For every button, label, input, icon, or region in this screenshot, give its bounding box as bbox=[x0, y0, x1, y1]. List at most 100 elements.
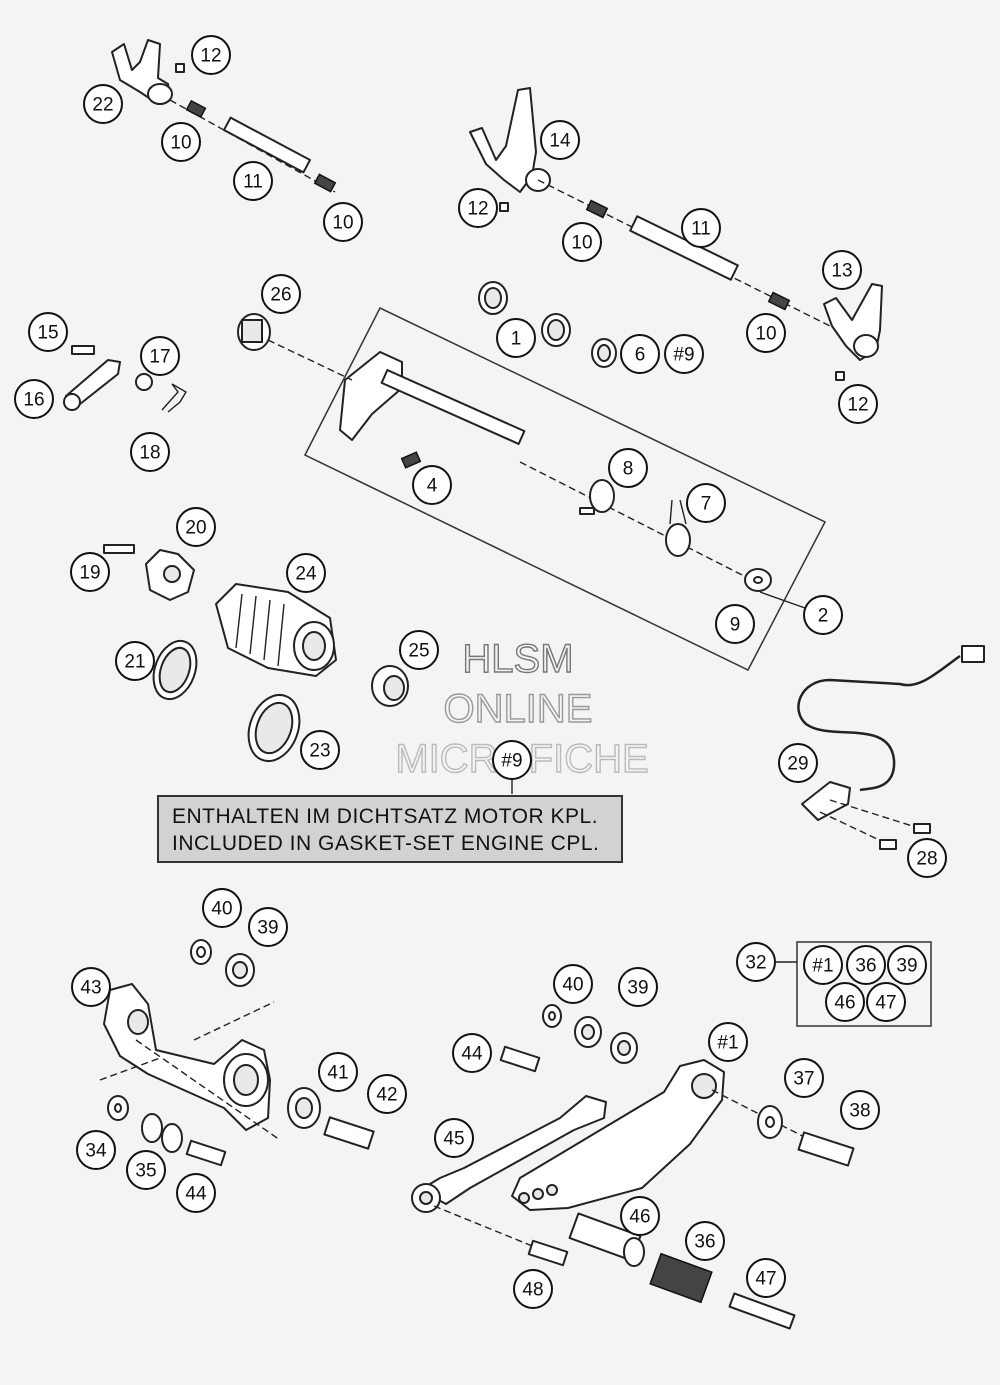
callout-36: 36 bbox=[685, 1221, 725, 1261]
callout-circle bbox=[261, 274, 301, 314]
callout-10: 10 bbox=[161, 122, 201, 162]
shift-lever-43 bbox=[103, 983, 271, 1131]
callout-circle bbox=[664, 334, 704, 374]
callout-2: 2 bbox=[803, 595, 843, 635]
callout-label: 44 bbox=[185, 1184, 207, 1205]
bolt-38 bbox=[797, 1131, 855, 1167]
callout-23: 23 bbox=[300, 730, 340, 770]
watermark-line1: HLSM bbox=[462, 637, 573, 681]
spring-10-d bbox=[767, 291, 791, 311]
callout-circle bbox=[803, 595, 843, 635]
axis-28-a bbox=[829, 799, 926, 831]
ball-12-c bbox=[835, 371, 845, 381]
callout-circle bbox=[887, 945, 927, 985]
callout-label: 40 bbox=[562, 975, 583, 996]
ball-12-a bbox=[175, 63, 185, 73]
callout-label: 11 bbox=[243, 172, 263, 193]
callout-39: 39 bbox=[248, 907, 288, 947]
callout-41: 41 bbox=[318, 1052, 358, 1092]
callout-circle bbox=[746, 1258, 786, 1298]
callout-12: 12 bbox=[458, 188, 498, 228]
callout-24: 24 bbox=[286, 553, 326, 593]
callout-label: #9 bbox=[501, 751, 522, 772]
callout-label: 36 bbox=[855, 956, 876, 977]
callout-label: 15 bbox=[37, 323, 58, 344]
callout-16: 16 bbox=[14, 379, 54, 419]
callout-circle bbox=[233, 161, 273, 201]
rod-11-a bbox=[222, 116, 312, 174]
callout-label: 47 bbox=[875, 993, 896, 1014]
callout-17: 17 bbox=[140, 336, 180, 376]
bearing-23 bbox=[247, 694, 301, 762]
shift-lever-ref1 bbox=[511, 1059, 725, 1211]
callout-circle bbox=[540, 120, 580, 160]
bearing-39-a bbox=[225, 953, 255, 987]
callout-22: 22 bbox=[83, 84, 123, 124]
callout-label: 1 bbox=[511, 329, 522, 350]
callout-circle bbox=[318, 1052, 358, 1092]
callout-circle bbox=[412, 465, 452, 505]
callout-label: 14 bbox=[549, 131, 571, 152]
callout-circle bbox=[715, 604, 755, 644]
callout-label: 44 bbox=[461, 1044, 483, 1065]
callout-label: 9 bbox=[730, 615, 741, 636]
callout-circle bbox=[248, 907, 288, 947]
callout-circle bbox=[746, 313, 786, 353]
callout-44: 44 bbox=[452, 1033, 492, 1073]
callout-circle bbox=[562, 222, 602, 262]
callout-46: 46 bbox=[825, 982, 865, 1022]
callout-7: 7 bbox=[686, 483, 726, 523]
callout-circle bbox=[300, 730, 340, 770]
callout-circle bbox=[685, 1221, 725, 1261]
callout-label: 36 bbox=[694, 1232, 715, 1253]
bolt-44-b bbox=[499, 1045, 541, 1073]
washer-40-a bbox=[190, 939, 212, 965]
shift-locator-26 bbox=[237, 313, 271, 351]
callout-circle bbox=[553, 964, 593, 1004]
callout-ref-1: #1 bbox=[803, 945, 843, 985]
callout-circle bbox=[76, 1130, 116, 1170]
callout-label: 46 bbox=[629, 1207, 650, 1228]
callout-11: 11 bbox=[233, 161, 273, 201]
callout-circle bbox=[140, 336, 180, 376]
callout-circle bbox=[620, 1196, 660, 1236]
callout-label: 19 bbox=[79, 563, 100, 584]
watermark-line2: ONLINE bbox=[444, 687, 593, 731]
callout-18: 18 bbox=[130, 432, 170, 472]
callout-circle bbox=[126, 1150, 166, 1190]
callout-label: 8 bbox=[623, 459, 634, 480]
leader-2 bbox=[759, 591, 806, 609]
callout-circle bbox=[14, 379, 54, 419]
ball-12-b bbox=[499, 202, 509, 212]
callout-circle bbox=[907, 838, 947, 878]
callout-label: 45 bbox=[443, 1129, 464, 1150]
callout-circle bbox=[492, 740, 532, 780]
spring-10-b bbox=[313, 173, 337, 193]
shaft-axis-c bbox=[519, 461, 749, 579]
callout-circle bbox=[28, 312, 68, 352]
callout-label: 38 bbox=[849, 1101, 870, 1122]
bushing-8 bbox=[579, 479, 615, 515]
callout-13: 13 bbox=[822, 250, 862, 290]
callout-8: 8 bbox=[608, 448, 648, 488]
callout-label: 16 bbox=[23, 390, 44, 411]
callout-label: 37 bbox=[793, 1069, 814, 1090]
callout-28: 28 bbox=[907, 838, 947, 878]
callout-4: 4 bbox=[412, 465, 452, 505]
callout-circle bbox=[618, 967, 658, 1007]
callout-44: 44 bbox=[176, 1173, 216, 1213]
locking-lever-25 bbox=[371, 665, 409, 707]
callout-label: 17 bbox=[149, 347, 170, 368]
callout-10: 10 bbox=[323, 202, 363, 242]
spring-10-c bbox=[585, 199, 609, 219]
callout-label: 12 bbox=[200, 46, 221, 67]
shift-shaft-2 bbox=[339, 351, 526, 445]
callout-label: 22 bbox=[92, 95, 113, 116]
callout-39: 39 bbox=[618, 967, 658, 1007]
callout-circle bbox=[513, 1269, 553, 1309]
callout-label: 25 bbox=[408, 641, 429, 662]
bolt-44-a bbox=[185, 1139, 227, 1167]
gear-sensor-29 bbox=[797, 645, 985, 821]
callout-21: 21 bbox=[115, 641, 155, 681]
